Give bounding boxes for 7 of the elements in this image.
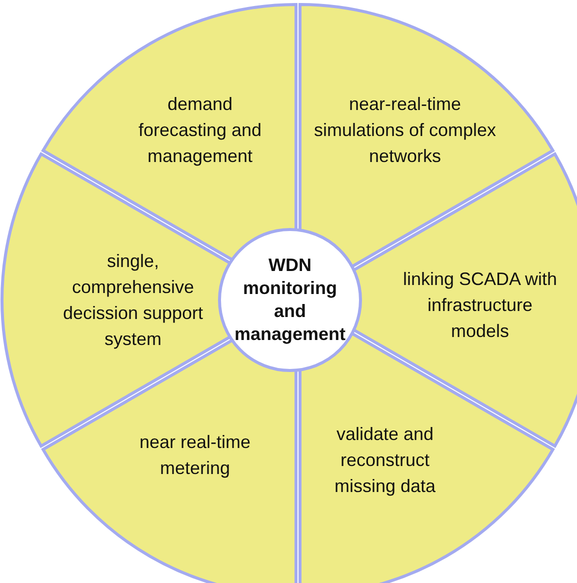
segment-label: linking SCADA with infrastructure models <box>402 268 558 343</box>
center-label: WDN monitoring and management <box>233 254 347 346</box>
segment-label: near-real-time simulations of complex networks <box>312 93 498 168</box>
segment-label: validate and reconstruct missing data <box>333 423 437 498</box>
segment-label: near real-time metering <box>138 431 252 480</box>
segment-label: single, comprehensive decission support system <box>62 250 204 351</box>
segment-label: demand forecasting and management <box>138 93 262 168</box>
